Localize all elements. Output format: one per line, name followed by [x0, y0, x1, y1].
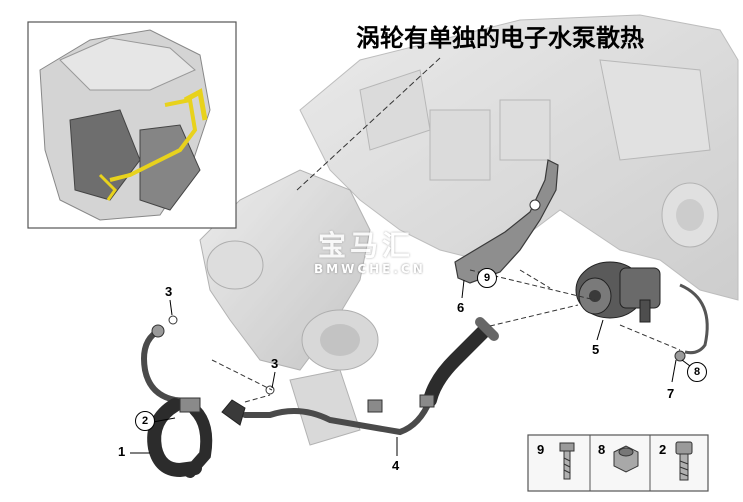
assembly-leaders — [211, 269, 681, 403]
callout-3-lower: 3 — [271, 356, 279, 371]
callout-4: 4 — [392, 458, 400, 473]
bolt-icon — [559, 442, 575, 480]
callout-3-upper: 3 — [165, 284, 173, 299]
nut-icon — [613, 445, 639, 473]
inset-leader-line — [296, 57, 441, 191]
electric-water-pump — [575, 261, 661, 323]
coolant-line-1 — [141, 324, 213, 478]
callout-2: 2 — [135, 411, 155, 431]
watermark-en: BMWCHE.CN — [314, 262, 426, 276]
callout-6: 6 — [457, 300, 465, 315]
callout-8: 8 — [687, 362, 707, 382]
callout-7: 7 — [667, 386, 675, 401]
inset-engine-overview — [39, 29, 211, 221]
callout-1: 1 — [118, 444, 126, 459]
socket-screw-icon — [675, 441, 693, 481]
pump-clamp — [679, 283, 709, 355]
mounting-bracket — [454, 159, 559, 284]
coolant-line-4 — [221, 317, 499, 436]
turbocharger — [199, 169, 379, 446]
legend-number-2: 2 — [659, 442, 667, 457]
banjo-seal-ring-lower — [265, 385, 275, 395]
callout-5: 5 — [592, 342, 600, 357]
callout-9: 9 — [477, 268, 497, 288]
diagram-title: 涡轮有单独的电子水泵散热 — [356, 24, 644, 52]
watermark-cn: 宝马汇 — [318, 229, 415, 262]
clamp-nut — [674, 350, 686, 362]
legend-number-9: 9 — [537, 442, 545, 457]
banjo-seal-ring-upper — [168, 315, 178, 325]
legend-number-8: 8 — [598, 442, 606, 457]
